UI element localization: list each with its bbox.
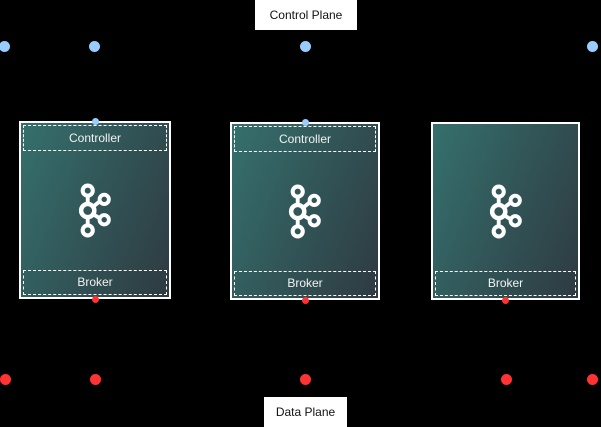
data-bus-dot-right-edge [586, 373, 598, 385]
control-bus-dot-node1 [88, 40, 100, 52]
kafka-logo-icon [288, 184, 322, 241]
data-bus-dot-node1 [89, 373, 101, 385]
controller-port-dot-node2 [301, 118, 309, 126]
kafka-logo-icon [489, 184, 522, 241]
controller-section: Controller [23, 125, 167, 151]
kafka-logo-icon [78, 183, 112, 240]
data-bus-dot-node3 [500, 373, 512, 385]
data-bus-dot-node2 [299, 373, 311, 385]
broker-section: Broker [23, 270, 167, 295]
control-bus-dot-node2 [299, 40, 311, 52]
broker-port-dot-node1 [91, 295, 99, 303]
kafka-node-3: Broker [431, 122, 580, 300]
controller-section: Controller [234, 126, 376, 152]
controller-port-dot-node1 [91, 117, 99, 125]
data-plane-label: Data Plane [264, 397, 347, 427]
control-plane-label: Control Plane [255, 0, 357, 30]
broker-port-dot-node3 [501, 296, 509, 304]
data-bus-dot-left-edge [0, 373, 11, 385]
kafka-node-2: Controller Broker [230, 122, 380, 300]
kafka-node-1: Controller Broker [19, 121, 171, 299]
broker-section: Broker [435, 271, 576, 296]
control-bus-dot-right-edge [586, 40, 598, 52]
control-bus-dot-left-edge [0, 40, 10, 52]
broker-port-dot-node2 [301, 296, 309, 304]
broker-section: Broker [234, 271, 376, 296]
